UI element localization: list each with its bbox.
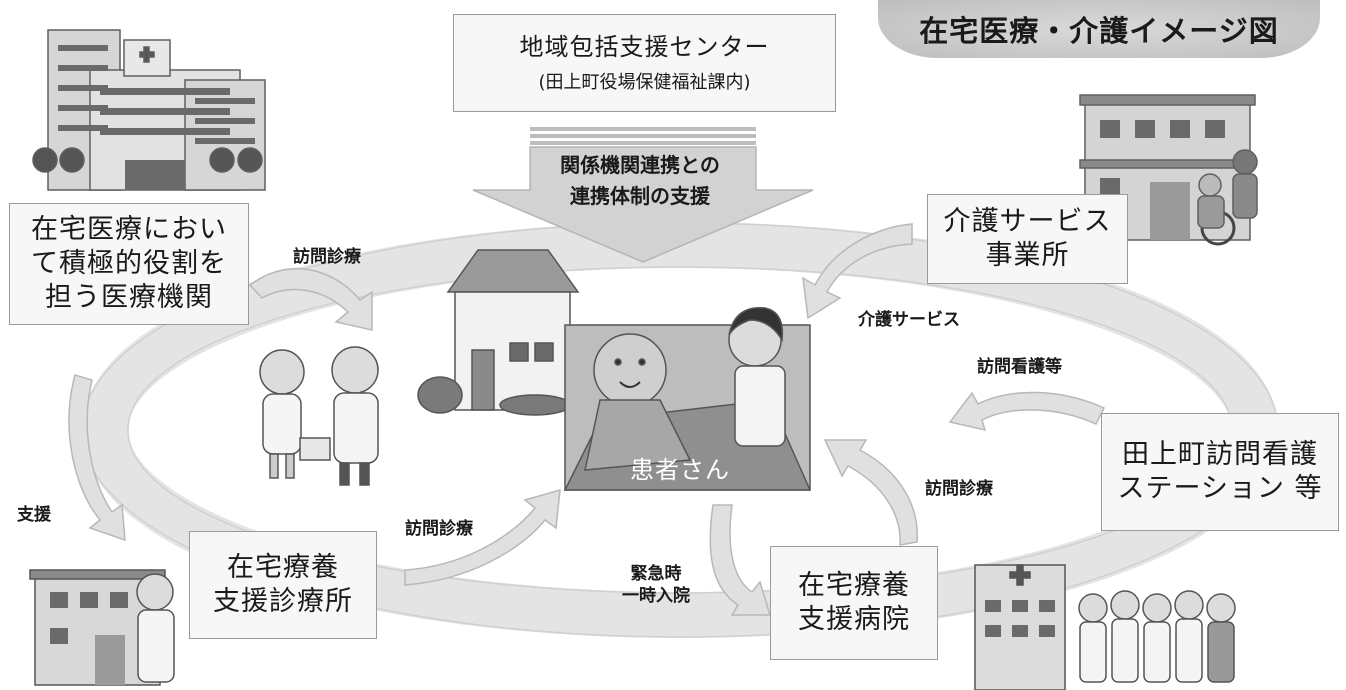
- label-emergency-line2: 一時入院: [622, 586, 690, 607]
- arrow-care-service: [802, 223, 913, 320]
- medical-institution-line1: 在宅医療におい: [31, 214, 227, 246]
- support-hospital-box: 在宅療養 支援病院: [770, 546, 938, 660]
- center-box-title: 地域包括支援センター: [519, 32, 770, 61]
- label-home-visit-top: 訪問診療: [293, 247, 361, 267]
- hospital-building-illustration: [32, 29, 266, 191]
- support-down-arrow: [472, 127, 814, 263]
- label-home-visit-bottom: 訪問診療: [405, 519, 473, 539]
- arrow-home-visit-right: [823, 439, 918, 546]
- label-home-nursing: 訪問看護等: [977, 357, 1062, 377]
- care-office-line1: 介護サービス: [943, 206, 1112, 238]
- patient-label: 患者さん: [630, 456, 730, 484]
- support-arrow-line1: 関係機関連携との: [560, 153, 720, 177]
- nursing-station-box: 田上町訪問看護 ステーション 等: [1101, 413, 1339, 531]
- support-clinic-box: 在宅療養 支援診療所: [189, 531, 377, 639]
- center-box-subtitle: (田上町役場保健福祉課内): [538, 71, 751, 93]
- support-arrow-line2: 連携体制の支援: [570, 184, 710, 208]
- arrow-home-visit-top: [248, 268, 373, 331]
- nursing-station-line2: ステーション 等: [1117, 473, 1323, 504]
- visiting-staff-illustration: [259, 346, 379, 486]
- arrow-home-nursing: [948, 391, 1106, 432]
- medical-institution-line3: 担う医療機関: [45, 281, 213, 313]
- arrow-home-visit-bottom: [404, 488, 561, 586]
- home-illustration: [417, 249, 580, 416]
- label-emergency: 緊急時 一時入院: [622, 563, 690, 607]
- medical-institution-box: 在宅医療におい て積極的役割を 担う医療機関: [9, 203, 249, 325]
- community-support-center-box: 地域包括支援センター (田上町役場保健福祉課内): [453, 14, 836, 112]
- diagram-title: 在宅医療・介護イメージ図: [878, 0, 1320, 58]
- clinic-illustration: [29, 569, 175, 686]
- care-service-office-box: 介護サービス 事業所: [927, 194, 1128, 284]
- arrow-support: [68, 374, 126, 542]
- label-emergency-line1: 緊急時: [630, 564, 682, 584]
- label-support: 支援: [17, 505, 51, 525]
- support-hospital-line1: 在宅療養: [798, 570, 910, 602]
- medical-institution-line2: て積極的役割を: [31, 248, 227, 280]
- support-arrow-label: 関係機関連携との 連携体制の支援: [525, 150, 755, 212]
- care-office-line2: 事業所: [985, 240, 1070, 271]
- label-home-visit-right: 訪問診療: [925, 479, 993, 499]
- patient-scene-illustration: [563, 307, 812, 491]
- support-hospital-line2: 支援病院: [798, 604, 910, 635]
- label-care-service: 介護サービス: [858, 310, 960, 330]
- hospital-staff-illustration: [974, 564, 1236, 690]
- support-clinic-line2: 支援診療所: [213, 586, 353, 617]
- nursing-station-line1: 田上町訪問看護: [1122, 439, 1318, 471]
- support-clinic-line1: 在宅療養: [227, 552, 339, 584]
